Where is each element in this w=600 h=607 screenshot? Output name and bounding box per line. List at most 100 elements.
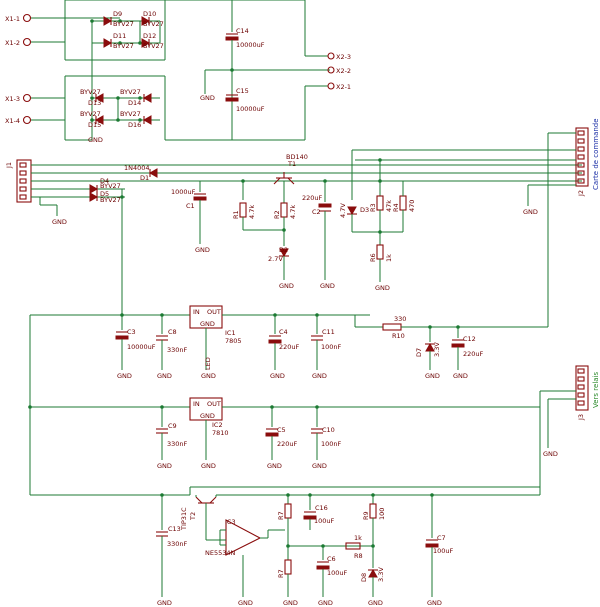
label-r9: R9: [362, 511, 370, 520]
label-c16: C16: [315, 504, 328, 512]
capacitor-c11: [311, 335, 323, 341]
label-c16-value: 100uF: [314, 517, 335, 525]
opamp-ic3: [225, 519, 262, 556]
label-d11-type: BYV27: [113, 42, 134, 50]
label-c3-value: 10000uF: [127, 343, 156, 351]
gnd-ic1: GND: [201, 372, 216, 380]
capacitor-c1: [193, 193, 207, 201]
label-d4-type: BYV27: [100, 182, 121, 190]
label-ic2-out: OUT: [207, 400, 221, 408]
capacitor-c15: [225, 94, 239, 102]
gnd-d2: GND: [279, 282, 294, 290]
connector-j3: [575, 365, 589, 411]
resistor-r7-bottom: [284, 559, 292, 575]
label-c12: C12: [463, 335, 476, 343]
gnd-j3: GND: [543, 450, 558, 458]
label-d10-type: BYV27: [143, 20, 164, 28]
capacitor-c6: [316, 561, 330, 570]
gnd-c10: GND: [312, 462, 327, 470]
label-c1-value: 1000uF: [171, 188, 196, 196]
resistor-r4: [399, 195, 407, 211]
label-ic3-type: NE5534N: [205, 549, 236, 557]
gnd-c3: GND: [117, 372, 132, 380]
resistor-r1: [239, 202, 247, 218]
label-led: LED: [204, 357, 212, 370]
label-r7: R7: [277, 511, 285, 520]
label-c13: C13: [168, 525, 181, 533]
label-c10: C10: [322, 426, 335, 434]
capacitor-c8: [156, 335, 168, 341]
label-c15: C15: [236, 87, 249, 95]
label-d12: D12: [143, 32, 156, 40]
terminal-x2-2: [327, 66, 335, 74]
gnd-r7: GND: [283, 599, 298, 607]
resistor-r6: [376, 244, 384, 260]
label-d7-value: 3.3V: [433, 342, 441, 357]
label-ic2-value: 7810: [212, 429, 229, 437]
label-d13-type: BYV27: [80, 88, 101, 96]
terminal-x1-3: [22, 93, 32, 103]
gnd-c2: GND: [320, 282, 335, 290]
gnd-d7: GND: [425, 372, 440, 380]
label-j3: J3: [577, 414, 585, 421]
diode-d5: [89, 192, 99, 202]
capacitor-c4: [268, 335, 282, 344]
capacitor-c2: [318, 203, 332, 212]
label-x2-1: X2-1: [336, 83, 351, 91]
label-r3: R3: [369, 203, 377, 212]
capacitor-c13: [156, 531, 168, 537]
gnd-c14: GND: [200, 94, 215, 102]
label-d4: D4: [100, 177, 109, 185]
resistor-r8: [345, 542, 361, 550]
label-r1: R1: [232, 210, 240, 219]
label-d14-type: BYV27: [120, 88, 141, 96]
label-d9-type: BYV27: [113, 20, 134, 28]
resistor-r3: [376, 195, 384, 211]
resistor-r10: [382, 323, 402, 331]
label-d3-value: 4.7V: [339, 203, 347, 218]
label-d3: D3: [360, 206, 369, 214]
label-d10: D10: [143, 10, 156, 18]
connector-j2: [575, 127, 589, 187]
resistor-r7-top: [284, 503, 292, 519]
label-c9: C9: [168, 422, 177, 430]
label-c3: C3: [127, 328, 136, 336]
label-ic2-gnd: GND: [200, 412, 215, 420]
resistor-r9: [369, 503, 377, 519]
gnd-c13: GND: [157, 599, 172, 607]
diode-d16: [142, 115, 152, 125]
label-r6: R6: [369, 253, 377, 262]
diode-d1: [148, 168, 158, 178]
gnd-c11: GND: [312, 372, 327, 380]
diode-d13: [94, 93, 104, 103]
label-carte-de-commande: Carte de commande: [592, 118, 600, 190]
label-r2-value: 4.7k: [289, 205, 297, 219]
label-c6-value: 100uF: [327, 569, 348, 577]
label-c7-value: 100uF: [433, 547, 454, 555]
diode-d12: [141, 38, 151, 48]
label-c14: C14: [236, 27, 249, 35]
label-d12-type: BYV27: [143, 42, 164, 50]
label-ic1-out: OUT: [207, 308, 221, 316]
gnd-c9: GND: [157, 462, 172, 470]
label-d2: D2: [279, 246, 288, 254]
label-c15-value: 10000uF: [236, 105, 265, 113]
diode-d11: [103, 38, 113, 48]
terminal-x2-1: [327, 82, 335, 90]
label-x1-4: X1-4: [5, 117, 20, 125]
label-c12-value: 220uF: [463, 350, 484, 358]
zener-d3: [347, 206, 357, 216]
label-d2-value: 2.7V: [268, 255, 283, 263]
label-c5-value: 220uF: [277, 440, 298, 448]
label-d13: D13: [88, 99, 101, 107]
label-t1-type: BD140: [286, 153, 308, 161]
label-j1: J1: [5, 162, 13, 169]
label-c4: C4: [279, 328, 288, 336]
label-x1-3: X1-3: [5, 95, 20, 103]
label-r10: R10: [392, 332, 405, 340]
label-j2: J2: [577, 190, 585, 197]
input-terminals: X1-1 X1-2 X1-3 X1-4: [5, 13, 32, 125]
label-c9-value: 330nF: [167, 440, 188, 448]
